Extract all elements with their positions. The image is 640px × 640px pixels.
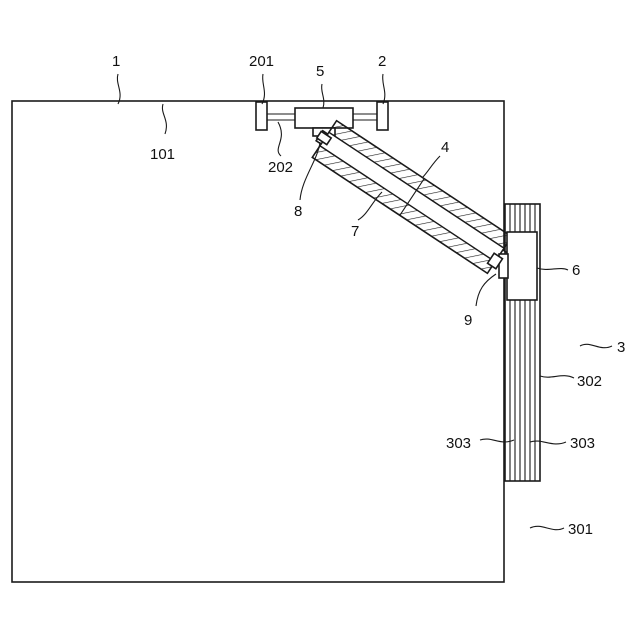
leader-101 (162, 104, 166, 134)
leader-303-left (480, 439, 514, 442)
leader-202 (278, 122, 281, 156)
label-201: 201 (249, 53, 274, 70)
bracket-left-post (256, 102, 267, 130)
label-7: 7 (351, 223, 359, 240)
label-4: 4 (441, 139, 449, 156)
label-5: 5 (316, 63, 324, 80)
label-202: 202 (268, 159, 293, 176)
label-3: 3 (617, 339, 625, 356)
leader-1 (117, 74, 120, 104)
inclined-arm (307, 117, 516, 276)
label-8: 8 (294, 203, 302, 220)
label-6: 6 (572, 262, 580, 279)
label-1: 1 (112, 53, 120, 70)
leader-2 (383, 74, 385, 104)
leader-9 (476, 274, 496, 306)
label-303-right: 303 (570, 435, 595, 452)
label-9: 9 (464, 312, 472, 329)
leader-302 (540, 376, 574, 378)
housing-box (12, 101, 504, 582)
label-2: 2 (378, 53, 386, 70)
label-303-left: 303 (446, 435, 471, 452)
leader-5 (322, 84, 324, 108)
leader-6 (537, 268, 568, 270)
leader-3 (580, 344, 612, 347)
leader-301 (530, 526, 564, 529)
bracket-right-post (377, 102, 388, 130)
reference-numerals: 1 101 201 2 5 202 8 4 7 6 9 3 302 303 30… (112, 53, 625, 538)
label-101: 101 (150, 146, 175, 163)
label-301: 301 (568, 521, 593, 538)
leader-4 (422, 156, 440, 178)
leader-201 (262, 74, 264, 104)
slider-block (507, 232, 537, 300)
label-302: 302 (577, 373, 602, 390)
